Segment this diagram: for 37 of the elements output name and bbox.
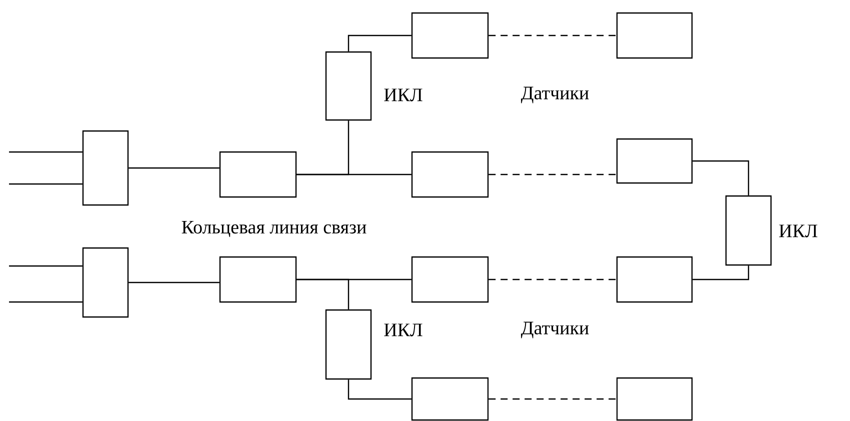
connection-line <box>692 266 750 280</box>
connection-line <box>9 301 82 303</box>
connection-line <box>296 278 412 280</box>
block-box <box>616 138 693 184</box>
block-box <box>411 12 489 59</box>
block-box <box>411 151 489 198</box>
block-box <box>325 309 372 380</box>
block-box <box>725 195 772 266</box>
block-box <box>325 51 372 121</box>
block-box <box>616 377 693 421</box>
block-box <box>411 377 489 421</box>
block-label: ИКЛ <box>384 324 422 336</box>
connection-line <box>9 265 82 267</box>
block-box <box>616 12 693 59</box>
dashed-line <box>488 34 616 36</box>
block-box <box>82 130 129 206</box>
block-box <box>411 256 489 303</box>
block-label: ИКЛ <box>384 88 422 102</box>
block-box <box>219 256 297 303</box>
connection-line <box>348 380 412 400</box>
connection-line <box>692 160 750 196</box>
text-label: Кольцевая линия связи <box>182 220 366 238</box>
connection-line <box>128 282 220 284</box>
block-box <box>219 151 297 198</box>
block-box <box>616 256 693 303</box>
text-label: Датчики <box>520 86 589 104</box>
connection-line <box>296 174 412 176</box>
text-label: Датчики <box>520 322 589 338</box>
dashed-line <box>488 278 616 280</box>
connection-line <box>9 151 82 153</box>
connection-line <box>348 34 412 52</box>
block-label: ИКЛ <box>779 224 818 238</box>
connection-line <box>128 167 220 169</box>
dashed-line <box>488 398 616 400</box>
dashed-line <box>488 174 616 176</box>
connection-line <box>9 183 82 185</box>
block-box <box>82 247 129 318</box>
